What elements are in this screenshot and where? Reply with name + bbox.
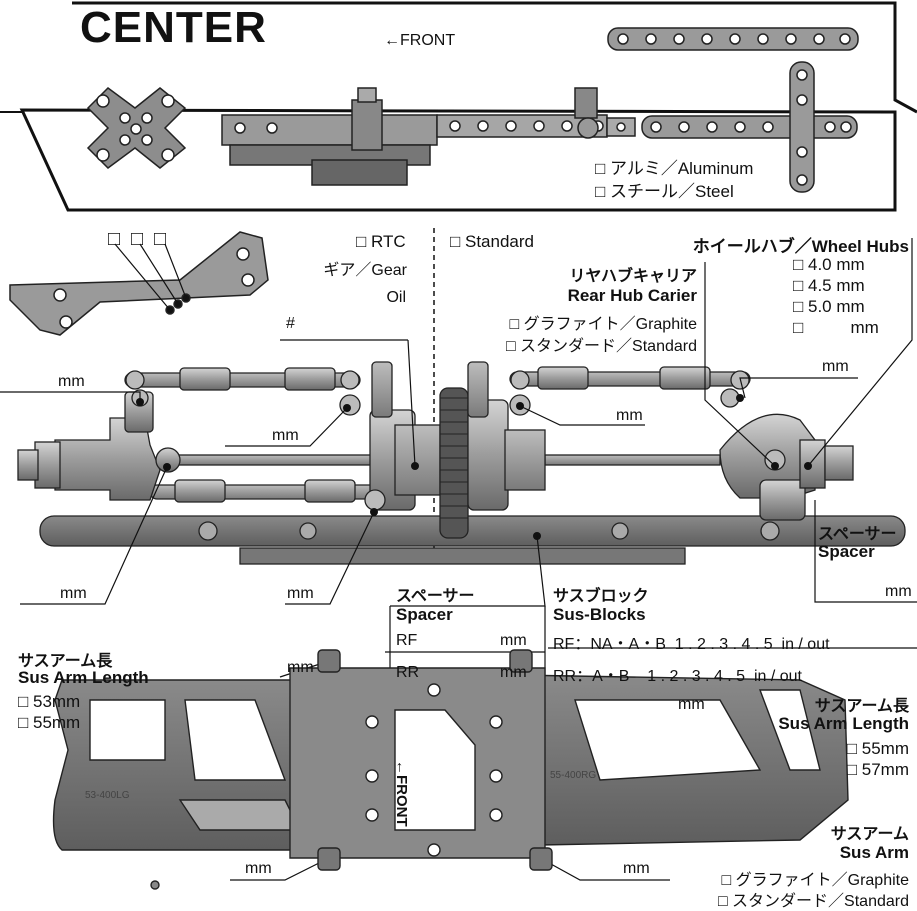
spacer-center-jp: スペーサー <box>396 588 475 605</box>
spacer-right-jp: スペーサー <box>818 526 897 543</box>
mm-label-tower-right: mm <box>616 407 643 424</box>
sus-arm-graphite-option[interactable]: □ グラファイト／Graphite <box>721 872 909 889</box>
mm-label-right-spacer: mm <box>885 583 912 600</box>
left-arm-code: 53-400LG <box>85 790 130 801</box>
mm-label-right-pin: mm <box>678 696 705 713</box>
arm-length-right-57-option[interactable]: □ 57mm <box>846 760 909 779</box>
spacer-rr-mm: mm <box>500 664 527 681</box>
center-steel-option[interactable]: □ スチール／Steel <box>595 182 734 201</box>
t-plate <box>641 61 858 193</box>
bottom-front-label: ←FRONT <box>393 760 410 827</box>
sus-blocks-rr: RR：A・B 1 . 2 . 3 . 4 . 5 in / out <box>553 668 802 685</box>
right-arm-code: 55-400RG <box>550 770 597 781</box>
wheel-hub-custom-option[interactable]: □ mm <box>793 318 879 337</box>
mm-label-bottom-left: mm <box>245 860 272 877</box>
arm-length-left-en: Sus Arm Length <box>18 668 149 687</box>
sus-arm-jp: サスアーム <box>830 826 909 843</box>
hub-carrier-title-jp: リヤハブキャリア <box>569 268 697 285</box>
bottom-chassis <box>52 649 849 890</box>
oil-label: Oil <box>386 289 406 306</box>
spacer-center-en: Spacer <box>396 605 453 624</box>
arm-length-left-jp: サスアーム長 <box>18 653 113 670</box>
mm-label-left-hub: mm <box>60 585 87 602</box>
sus-arm-en: Sus Arm <box>839 843 909 862</box>
hub-carrier-graphite-option[interactable]: □ グラファイト／Graphite <box>509 316 697 333</box>
rtc-option[interactable]: □ RTC <box>356 232 406 251</box>
standard-option[interactable]: □ Standard <box>450 232 534 251</box>
mm-label-left-upper: mm <box>58 373 85 390</box>
bracket-checkbox-3[interactable]: □ <box>154 228 167 250</box>
wheel-hub-4-0-option[interactable]: □ 4.0 mm <box>793 255 865 274</box>
mm-label-left-pin: mm <box>287 659 314 676</box>
sus-blocks-jp: サスブロック <box>553 588 649 605</box>
spacer-rf-mm: mm <box>500 632 527 649</box>
hub-carrier-standard-option[interactable]: □ スタンダード／Standard <box>505 338 697 355</box>
arm-length-right-55-option[interactable]: □ 55mm <box>846 739 909 758</box>
center-bulkhead <box>221 87 636 186</box>
center-box <box>0 1 917 212</box>
arm-length-right-jp: サスアーム長 <box>814 698 909 715</box>
sus-blocks-rf: RF：NA・A・B 1 . 2 . 3 . 4 . 5 in / out <box>553 636 830 653</box>
wheel-hubs-title: ホイールハブ／Wheel Hubs <box>692 237 909 256</box>
mm-label-left-link: mm <box>287 585 314 602</box>
bracket-checkbox-2[interactable]: □ <box>131 228 144 250</box>
x-plate <box>86 87 187 169</box>
bracket-checkbox-1[interactable]: □ <box>108 228 121 250</box>
mm-label-right-upper: mm <box>822 358 849 375</box>
sus-arm-standard-option[interactable]: □ スタンダード／Standard <box>717 893 909 910</box>
spacer-rf-label: RF <box>396 632 418 649</box>
arm-length-left-53-option[interactable]: □ 53mm <box>18 692 81 711</box>
hash-label: # <box>286 315 295 332</box>
arm-length-right-en: Sus Arm Length <box>778 714 909 733</box>
spacer-rr-label: RR <box>396 664 420 681</box>
hub-carrier-title-en: Rear Hub Carier <box>567 286 697 305</box>
shock-tower-bracket <box>9 231 269 336</box>
spacer-right-en: Spacer <box>818 542 875 561</box>
arm-length-left-55-option[interactable]: □ 55mm <box>18 713 81 732</box>
gear-label: ギア／Gear <box>323 262 407 279</box>
center-front-label: ←FRONT <box>384 32 456 49</box>
mm-label-bottom-right: mm <box>623 860 650 877</box>
center-title: CENTER <box>80 3 267 52</box>
sus-blocks-en: Sus-Blocks <box>553 605 646 624</box>
wheel-hub-4-5-option[interactable]: □ 4.5 mm <box>793 276 865 295</box>
wheel-hub-5-0-option[interactable]: □ 5.0 mm <box>793 297 865 316</box>
mm-label-tower-left: mm <box>272 427 299 444</box>
center-aluminum-option[interactable]: □ アルミ／Aluminum <box>595 159 754 178</box>
top-strap <box>607 27 859 51</box>
